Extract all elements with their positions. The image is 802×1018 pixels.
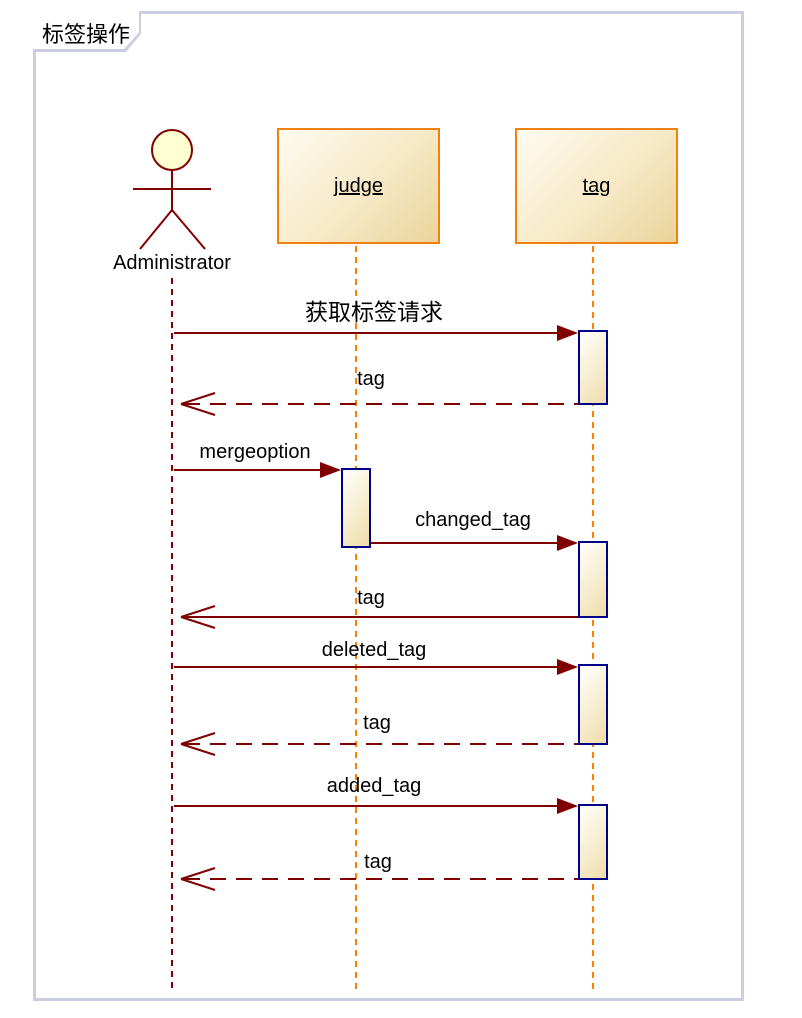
message-label-5[interactable]: tag: [357, 587, 385, 609]
open-arrowhead-icon: [180, 867, 216, 891]
filled-arrowhead-icon: [557, 535, 578, 551]
actor-icon[interactable]: [133, 129, 211, 250]
message-arrow-4[interactable]: [371, 535, 578, 551]
activation-bar-tag-1[interactable]: [578, 330, 608, 405]
lifeline-name-tag: tag: [582, 174, 611, 197]
filled-arrowhead-icon: [557, 659, 578, 675]
message-arrow-3[interactable]: [174, 462, 341, 478]
activation-bar-judge[interactable]: [341, 468, 371, 548]
activation-bar-tag-4[interactable]: [578, 804, 608, 880]
actor-head: [151, 129, 193, 171]
frame-tab-fill: [33, 11, 139, 49]
message-label-4[interactable]: changed_tag: [415, 509, 531, 531]
activation-bar-tag-3[interactable]: [578, 664, 608, 745]
filled-arrowhead-icon: [557, 798, 578, 814]
message-arrow-8[interactable]: [174, 798, 578, 814]
lifeline-name-judge: judge: [334, 174, 383, 197]
message-arrow-2[interactable]: [180, 392, 578, 416]
message-label-1[interactable]: 获取标签请求: [305, 299, 443, 325]
activation-bar-tag-2[interactable]: [578, 541, 608, 618]
open-arrowhead-icon: [180, 605, 216, 629]
message-label-2[interactable]: tag: [357, 368, 385, 390]
message-label-3[interactable]: mergeoption: [199, 441, 311, 463]
actor-left-leg: [139, 209, 173, 250]
frame-title-tab[interactable]: 标签操作: [33, 11, 141, 52]
actor-right-leg: [171, 209, 206, 250]
message-arrow-7[interactable]: [180, 732, 578, 756]
message-label-7[interactable]: tag: [363, 712, 391, 734]
message-arrow-5[interactable]: [180, 605, 578, 629]
message-arrow-1[interactable]: [174, 325, 578, 341]
open-arrowhead-icon: [180, 392, 216, 416]
filled-arrowhead-icon: [320, 462, 341, 478]
message-label-9[interactable]: tag: [364, 851, 392, 873]
message-label-8[interactable]: added_tag: [326, 775, 422, 797]
filled-arrowhead-icon: [557, 325, 578, 341]
message-arrow-6[interactable]: [174, 659, 578, 675]
message-arrow-9[interactable]: [180, 867, 578, 891]
open-arrowhead-icon: [180, 732, 216, 756]
message-label-6[interactable]: deleted_tag: [321, 639, 427, 661]
frame-title: 标签操作: [42, 22, 131, 47]
lifeline-head-judge[interactable]: judge: [277, 128, 440, 244]
actor-name: Administrator: [113, 252, 231, 274]
lifeline-head-tag[interactable]: tag: [515, 128, 678, 244]
